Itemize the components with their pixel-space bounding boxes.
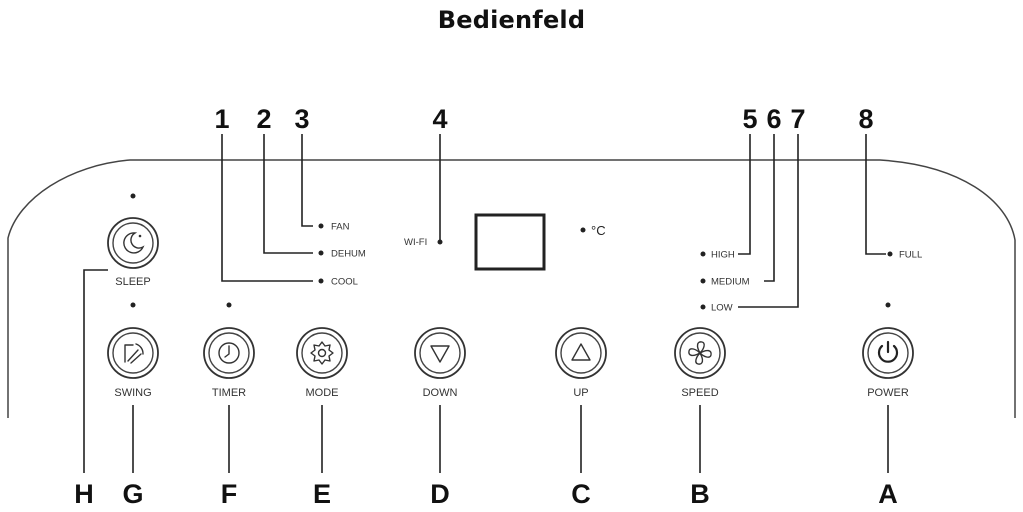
timer-button-label: TIMER xyxy=(212,387,246,399)
leader-6 xyxy=(764,134,775,282)
medium-indicator-label: MEDIUM xyxy=(711,277,750,288)
cool-indicator-dot xyxy=(318,278,324,284)
page-title: Bedienfeld xyxy=(437,6,586,34)
fan-indicator-label: FAN xyxy=(331,222,350,233)
callout-2: 2 xyxy=(256,104,271,134)
celsius-label: °C xyxy=(591,223,606,238)
fan-indicator-dot xyxy=(318,223,324,229)
low-indicator-dot xyxy=(700,304,706,310)
power-status-dot xyxy=(885,302,891,308)
callout-1: 1 xyxy=(214,104,229,134)
triangle-down-icon xyxy=(430,345,450,363)
gear-icon xyxy=(310,341,334,365)
dehum-indicator-dot xyxy=(318,250,324,256)
triangle-up-icon xyxy=(571,343,591,361)
clock-icon xyxy=(218,342,240,364)
up-button[interactable] xyxy=(555,327,607,379)
callout-7: 7 xyxy=(790,104,805,134)
moon-icon xyxy=(123,232,145,254)
celsius-indicator-dot xyxy=(580,227,586,233)
wifi-indicator-dot xyxy=(437,239,443,245)
display-screen xyxy=(474,213,546,271)
swing-icon xyxy=(124,343,144,364)
leader-7 xyxy=(738,134,799,308)
leader-8 xyxy=(865,134,886,255)
cool-indicator-label: COOL xyxy=(331,277,358,288)
leader-H xyxy=(83,269,108,473)
timer-button[interactable] xyxy=(203,327,255,379)
low-indicator-label: LOW xyxy=(711,303,733,314)
callout-3: 3 xyxy=(294,104,309,134)
medium-indicator-dot xyxy=(700,278,706,284)
full-indicator-dot xyxy=(887,251,893,257)
wifi-indicator-label: WI-FI xyxy=(404,237,427,248)
swing-status-dot xyxy=(130,302,136,308)
callout-B: B xyxy=(690,479,710,509)
leader-1 xyxy=(221,134,313,282)
callout-C: C xyxy=(571,479,591,509)
callout-8: 8 xyxy=(858,104,873,134)
callout-4: 4 xyxy=(432,104,447,134)
sleep-button-label: SLEEP xyxy=(115,276,150,288)
power-icon xyxy=(877,340,899,363)
mode-button-label: MODE xyxy=(306,387,339,399)
callout-D: D xyxy=(430,479,450,509)
swing-button[interactable] xyxy=(107,327,159,379)
mode-button[interactable] xyxy=(296,327,348,379)
leader-2 xyxy=(263,134,313,254)
full-indicator-label: FULL xyxy=(899,250,922,261)
callout-5: 5 xyxy=(742,104,757,134)
fan-icon xyxy=(688,341,712,365)
callout-G: G xyxy=(122,479,143,509)
down-button-label: DOWN xyxy=(423,387,458,399)
speed-button-label: SPEED xyxy=(681,387,718,399)
callout-A: A xyxy=(878,479,898,509)
power-button-label: POWER xyxy=(867,387,909,399)
callout-6: 6 xyxy=(766,104,781,134)
speed-button[interactable] xyxy=(674,327,726,379)
leader-3 xyxy=(301,134,313,227)
dehum-indicator-label: DEHUM xyxy=(331,249,366,260)
callout-H: H xyxy=(74,479,94,509)
sleep-button[interactable] xyxy=(107,217,159,269)
power-button[interactable] xyxy=(862,327,914,379)
high-indicator-dot xyxy=(700,251,706,257)
leader-5 xyxy=(738,134,751,255)
timer-status-dot xyxy=(226,302,232,308)
swing-button-label: SWING xyxy=(114,387,151,399)
sleep-status-dot xyxy=(130,193,136,199)
up-button-label: UP xyxy=(573,387,588,399)
callout-F: F xyxy=(221,479,238,509)
panel-outline xyxy=(7,159,1016,418)
callout-E: E xyxy=(313,479,331,509)
high-indicator-label: HIGH xyxy=(711,250,735,261)
down-button[interactable] xyxy=(414,327,466,379)
